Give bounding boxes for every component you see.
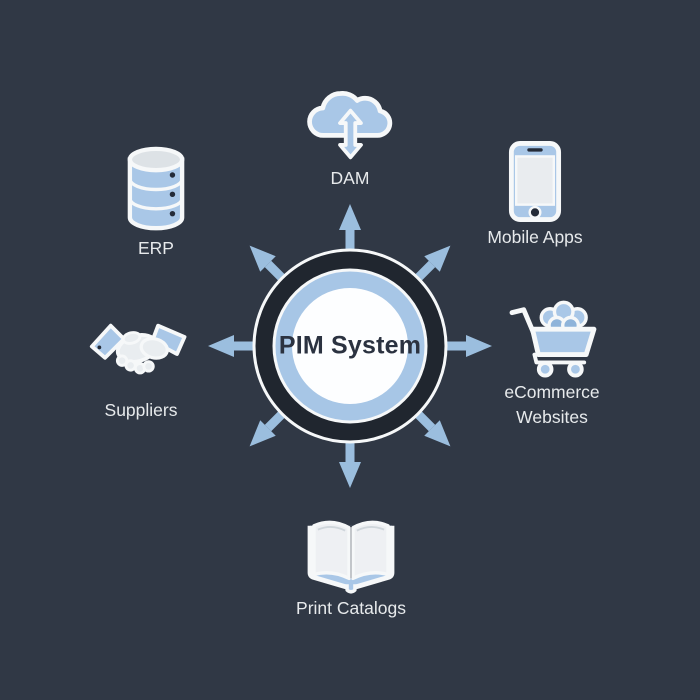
node-erp: ERP (71, 145, 241, 261)
node-dam: DAM (265, 84, 435, 191)
node-label-erp: ERP (138, 238, 174, 258)
node-label-suppliers: Suppliers (104, 400, 178, 420)
handshake-icon (88, 318, 194, 392)
node-suppliers: Suppliers (56, 318, 226, 423)
node-label-dam: DAM (330, 168, 370, 188)
database-icon (125, 145, 187, 234)
node-ecommerce: eCommerce Websites (467, 298, 637, 431)
node-label-ecommerce: eCommerce Websites (504, 382, 600, 428)
open-book-icon (304, 516, 398, 594)
shopping-cart-icon (507, 298, 597, 378)
smartphone-icon (508, 140, 562, 223)
node-label-print-catalogs: Print Catalogs (296, 598, 406, 618)
node-mobile-apps: Mobile Apps (450, 140, 620, 250)
hub-title: PIM System (278, 331, 422, 360)
node-label-mobile-apps: Mobile Apps (487, 227, 583, 247)
cloud-sync-icon (301, 84, 400, 164)
node-print-catalogs: Print Catalogs (266, 516, 436, 621)
hub-circle (252, 248, 448, 444)
